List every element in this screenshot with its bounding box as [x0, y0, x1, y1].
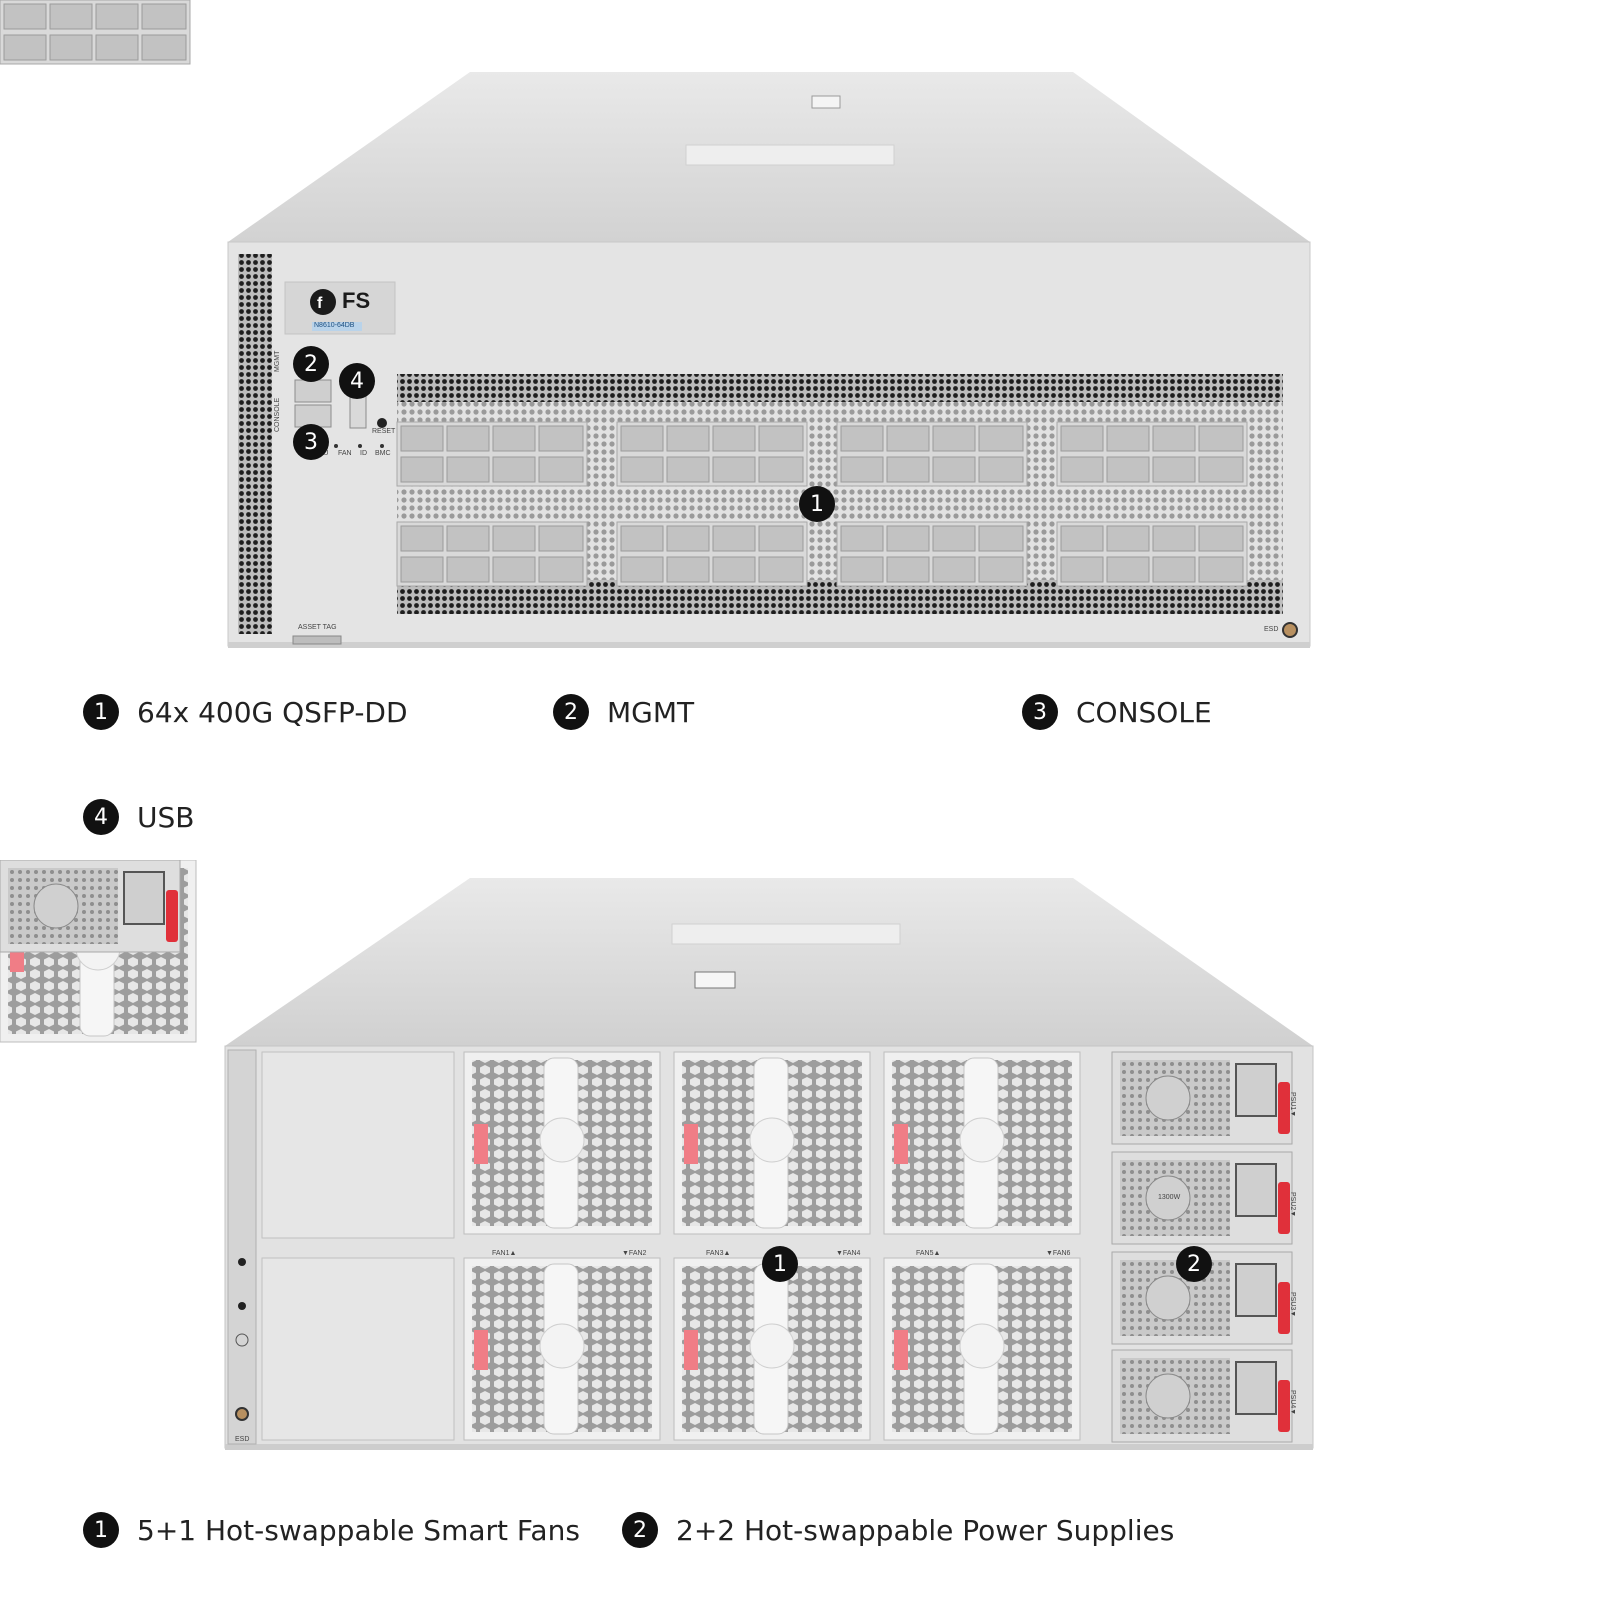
psu-label-1: PSU1▼: [1289, 1092, 1296, 1118]
qsfp-dd-ports: [0, 0, 191, 65]
rear-switch-illustration: [0, 860, 1314, 1450]
mgmt-port-label: MGMT: [274, 350, 281, 372]
rear-legend-item-2: 2 2+2 Hot-swappable Power Supplies: [622, 1512, 1174, 1548]
front-legend-item-4: 4 USB: [83, 799, 194, 835]
front-legend-item-1: 1 64x 400G QSFP-DD: [83, 694, 408, 730]
bmc-led-label: BMC: [375, 450, 391, 457]
legend-badge: 4: [83, 799, 119, 835]
fan-label-4: ▼FAN4: [836, 1250, 861, 1257]
brand-logo-text: FS: [342, 288, 371, 313]
legend-badge: 2: [622, 1512, 658, 1548]
fan-label-2: ▼FAN2: [622, 1250, 647, 1257]
legend-badge: 1: [83, 1512, 119, 1548]
psu-wattage-label: 1300W: [1158, 1194, 1181, 1201]
reset-button-label: RESET: [372, 428, 396, 435]
front-callout-2: 2: [293, 346, 329, 382]
legend-badge: 3: [1022, 694, 1058, 730]
rear-esd-label: ESD: [235, 1436, 250, 1443]
front-callout-1: 1: [799, 486, 835, 522]
rear-legend-item-1: 1 5+1 Hot-swappable Smart Fans: [83, 1512, 580, 1548]
fan-label-6: ▼FAN6: [1046, 1250, 1071, 1257]
rear-callout-1: 1: [762, 1246, 798, 1282]
fan-led-label: FAN: [338, 450, 352, 457]
legend-label: 5+1 Hot-swappable Smart Fans: [137, 1513, 580, 1547]
id-led-label: ID: [360, 450, 367, 457]
psu-label-4: PSU4▼: [1289, 1390, 1296, 1416]
legend-label: 2+2 Hot-swappable Power Supplies: [676, 1513, 1175, 1547]
front-switch-illustration: f: [0, 0, 1311, 648]
rear-callout-2: 2: [1176, 1246, 1212, 1282]
legend-label: USB: [137, 800, 195, 834]
model-number: N8610-64DB: [314, 322, 355, 329]
front-legend-item-2: 2 MGMT: [553, 694, 694, 730]
legend-label: MGMT: [607, 695, 695, 729]
legend-badge: 2: [553, 694, 589, 730]
legend-badge: 1: [83, 694, 119, 730]
front-esd-label: ESD: [1264, 626, 1279, 633]
console-port-label: CONSOLE: [274, 397, 281, 432]
psu-label-3: PSU3▼: [1289, 1292, 1296, 1318]
fan-label-5: FAN5▲: [916, 1250, 941, 1257]
fan-label-1: FAN1▲: [492, 1250, 517, 1257]
svg-text:f: f: [317, 295, 323, 312]
legend-label: CONSOLE: [1076, 695, 1212, 729]
legend-label: 64x 400G QSFP-DD: [137, 695, 408, 729]
rear-chassis-top: [225, 878, 1313, 1046]
psu-stack: [0, 860, 181, 953]
front-legend-item-3: 3 CONSOLE: [1022, 694, 1212, 730]
asset-tag-label: ASSET TAG: [298, 624, 337, 631]
fan-label-3: FAN3▲: [706, 1250, 731, 1257]
front-callout-3: 3: [293, 424, 329, 460]
front-callout-4: 4: [339, 363, 375, 399]
psu-label-2: PSU2▼: [1289, 1192, 1296, 1218]
